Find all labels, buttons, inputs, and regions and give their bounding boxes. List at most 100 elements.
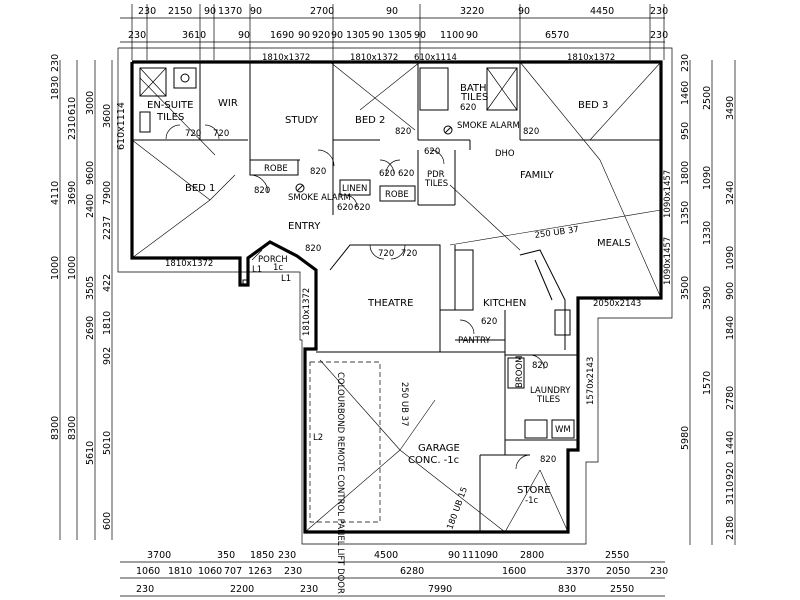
door-label-0: 720 — [185, 129, 201, 139]
dim-top-2-8: 90 — [372, 30, 384, 41]
window-label-4: 1810x1372 — [567, 53, 615, 63]
room-family-label: FAMILY — [520, 170, 554, 181]
door-label-17: 820 — [540, 455, 556, 465]
label-l1-a: L1 — [252, 265, 262, 275]
dim-right-2500: 2500 — [702, 86, 713, 110]
dim-bottom-1810: 1810 — [168, 566, 192, 577]
window-label-8: 1090x1457 — [663, 170, 673, 218]
dim-right-1090a: 1090 — [702, 166, 713, 190]
external-walls — [130, 60, 663, 534]
top-dimensions: 230 2150 90 1370 90 2700 90 3220 90 4450… — [120, 4, 668, 60]
dim-left-422: 422 — [102, 274, 113, 292]
dim-left-902: 902 — [102, 347, 113, 365]
dim-right-3500: 3500 — [680, 276, 691, 300]
room-wir-label: WIR — [218, 98, 238, 109]
dim-right-5980: 5980 — [680, 426, 691, 450]
dim-top-1-1: 2150 — [168, 6, 192, 17]
dim-left-3690: 3690 — [67, 181, 78, 205]
dim-top-1-2: 90 — [204, 6, 216, 17]
room-porch-label: PORCH — [258, 255, 288, 265]
dim-top-1-8: 90 — [518, 6, 530, 17]
dim-left-3000: 3000 — [85, 91, 96, 115]
room-pdr-label: PDR — [427, 170, 445, 180]
dim-top-1-0: 230 — [138, 6, 156, 17]
dim-bottom-350: 350 — [217, 550, 235, 561]
dim-top-1-4: 90 — [250, 6, 262, 17]
door-label-6: 820 — [523, 127, 539, 137]
door-label-9: 620 — [337, 203, 353, 213]
dim-top-2-11: 1100 — [440, 30, 464, 41]
dim-right-900: 900 — [725, 282, 736, 300]
window-label-left-610x1114: 610x1114 — [116, 102, 127, 150]
dim-top-2-4: 90 — [298, 30, 310, 41]
dim-left-600: 600 — [102, 512, 113, 530]
dim-right-2780: 2780 — [725, 386, 736, 410]
window-label-11: 1570x2143 — [586, 357, 596, 405]
dim-bottom-230c: 230 — [650, 566, 668, 577]
dim-left-2310: 2310 — [67, 116, 78, 140]
door-label-14: 620 — [481, 317, 497, 327]
dim-right-1090b: 1090 — [725, 246, 736, 270]
room-store-code-label: -1c — [525, 496, 538, 506]
door-label-8: 620 — [424, 147, 440, 157]
door-label-2: 820 — [254, 186, 270, 196]
room-wm-label: WM — [555, 425, 571, 435]
dim-bottom-90b: 90 — [486, 550, 498, 561]
window-label-6: 1810x1372 — [165, 259, 213, 269]
dim-bottom-1110: 1110 — [462, 550, 486, 561]
room-bath-tiles-label: TILES — [460, 92, 488, 103]
door-label-7: 620 — [398, 169, 414, 179]
bottom-dimensions: 3700 350 1850 230 4500 90 1110 90 2800 2… — [120, 550, 668, 597]
dim-bottom-1060b: 1060 — [198, 566, 222, 577]
internal-walls — [132, 62, 661, 532]
dim-top-2-7: 1305 — [346, 30, 370, 41]
room-theatre-label: THEATRE — [367, 298, 413, 309]
dim-bottom-3370: 3370 — [566, 566, 590, 577]
dim-top-2-9: 1305 — [388, 30, 412, 41]
dim-top-2-5: 920 — [312, 30, 330, 41]
right-dimensions: 230 1460 2500 3490 950 1800 1090 3240 13… — [680, 54, 736, 545]
dim-left-2237: 2237 — [102, 216, 113, 240]
window-label-1: 1810x1372 — [262, 53, 310, 63]
dim-right-3590: 3590 — [702, 286, 713, 310]
dim-bottom-230b: 230 — [284, 566, 302, 577]
dim-top-1-3: 1370 — [218, 6, 242, 17]
dim-top-2-13: 6570 — [545, 30, 569, 41]
window-label-10: 2050x2143 — [593, 299, 641, 309]
room-broom-label: BROOM — [515, 356, 525, 388]
room-bed1-label: BED 1 — [185, 183, 215, 194]
dim-top-1-5: 2700 — [310, 6, 334, 17]
smoke-alarm-1-label: SMOKE ALARM — [288, 193, 351, 203]
dim-top-1-6: 90 — [386, 6, 398, 17]
dim-right-2180: 2180 — [725, 516, 736, 540]
garage-door-label: COLOURBOND REMOTE CONTROL PANEL LIFT DOO… — [335, 372, 345, 594]
dim-bottom-90a: 90 — [448, 550, 460, 561]
dim-top-2-1: 3610 — [182, 30, 206, 41]
dim-bottom-1263: 1263 — [248, 566, 272, 577]
dim-left-5010: 5010 — [102, 431, 113, 455]
room-bath-label: BATH — [460, 83, 487, 94]
smoke-alarm-2-text: SMOKE ALARM — [457, 121, 520, 131]
dim-right-1570: 1570 — [702, 371, 713, 395]
door-label-16: 820 — [532, 361, 548, 371]
dim-bottom-7990: 7990 — [428, 584, 452, 595]
dim-right-1350: 1350 — [680, 201, 691, 225]
left-dimensions: 1830 230 610 2310 3000 3600 610x1114 411… — [50, 54, 127, 540]
dim-left-7900: 7900 — [102, 181, 113, 205]
dim-right-1800: 1800 — [680, 161, 691, 185]
dim-bottom-3700: 3700 — [147, 550, 171, 561]
smoke-alarm-labels: SMOKE ALARM SMOKE ALARM — [288, 121, 520, 203]
door-label-4: 620 — [379, 169, 395, 179]
dim-left-3505: 3505 — [85, 276, 96, 300]
dim-top-2-2: 90 — [238, 30, 250, 41]
door-label-3: 820 — [310, 167, 326, 177]
dim-left-1000a: 1000 — [50, 256, 61, 280]
window-label-9: 1090x1457 — [663, 237, 673, 285]
dim-bottom-230d: 230 — [136, 584, 154, 595]
smoke-alarm-2-label: SMOKE ALARM — [457, 121, 520, 131]
dim-bottom-1060a: 1060 — [136, 566, 160, 577]
dim-bottom-2050: 2050 — [606, 566, 630, 577]
dim-top-1-7: 3220 — [460, 6, 484, 17]
dim-top-2-6: 90 — [331, 30, 343, 41]
